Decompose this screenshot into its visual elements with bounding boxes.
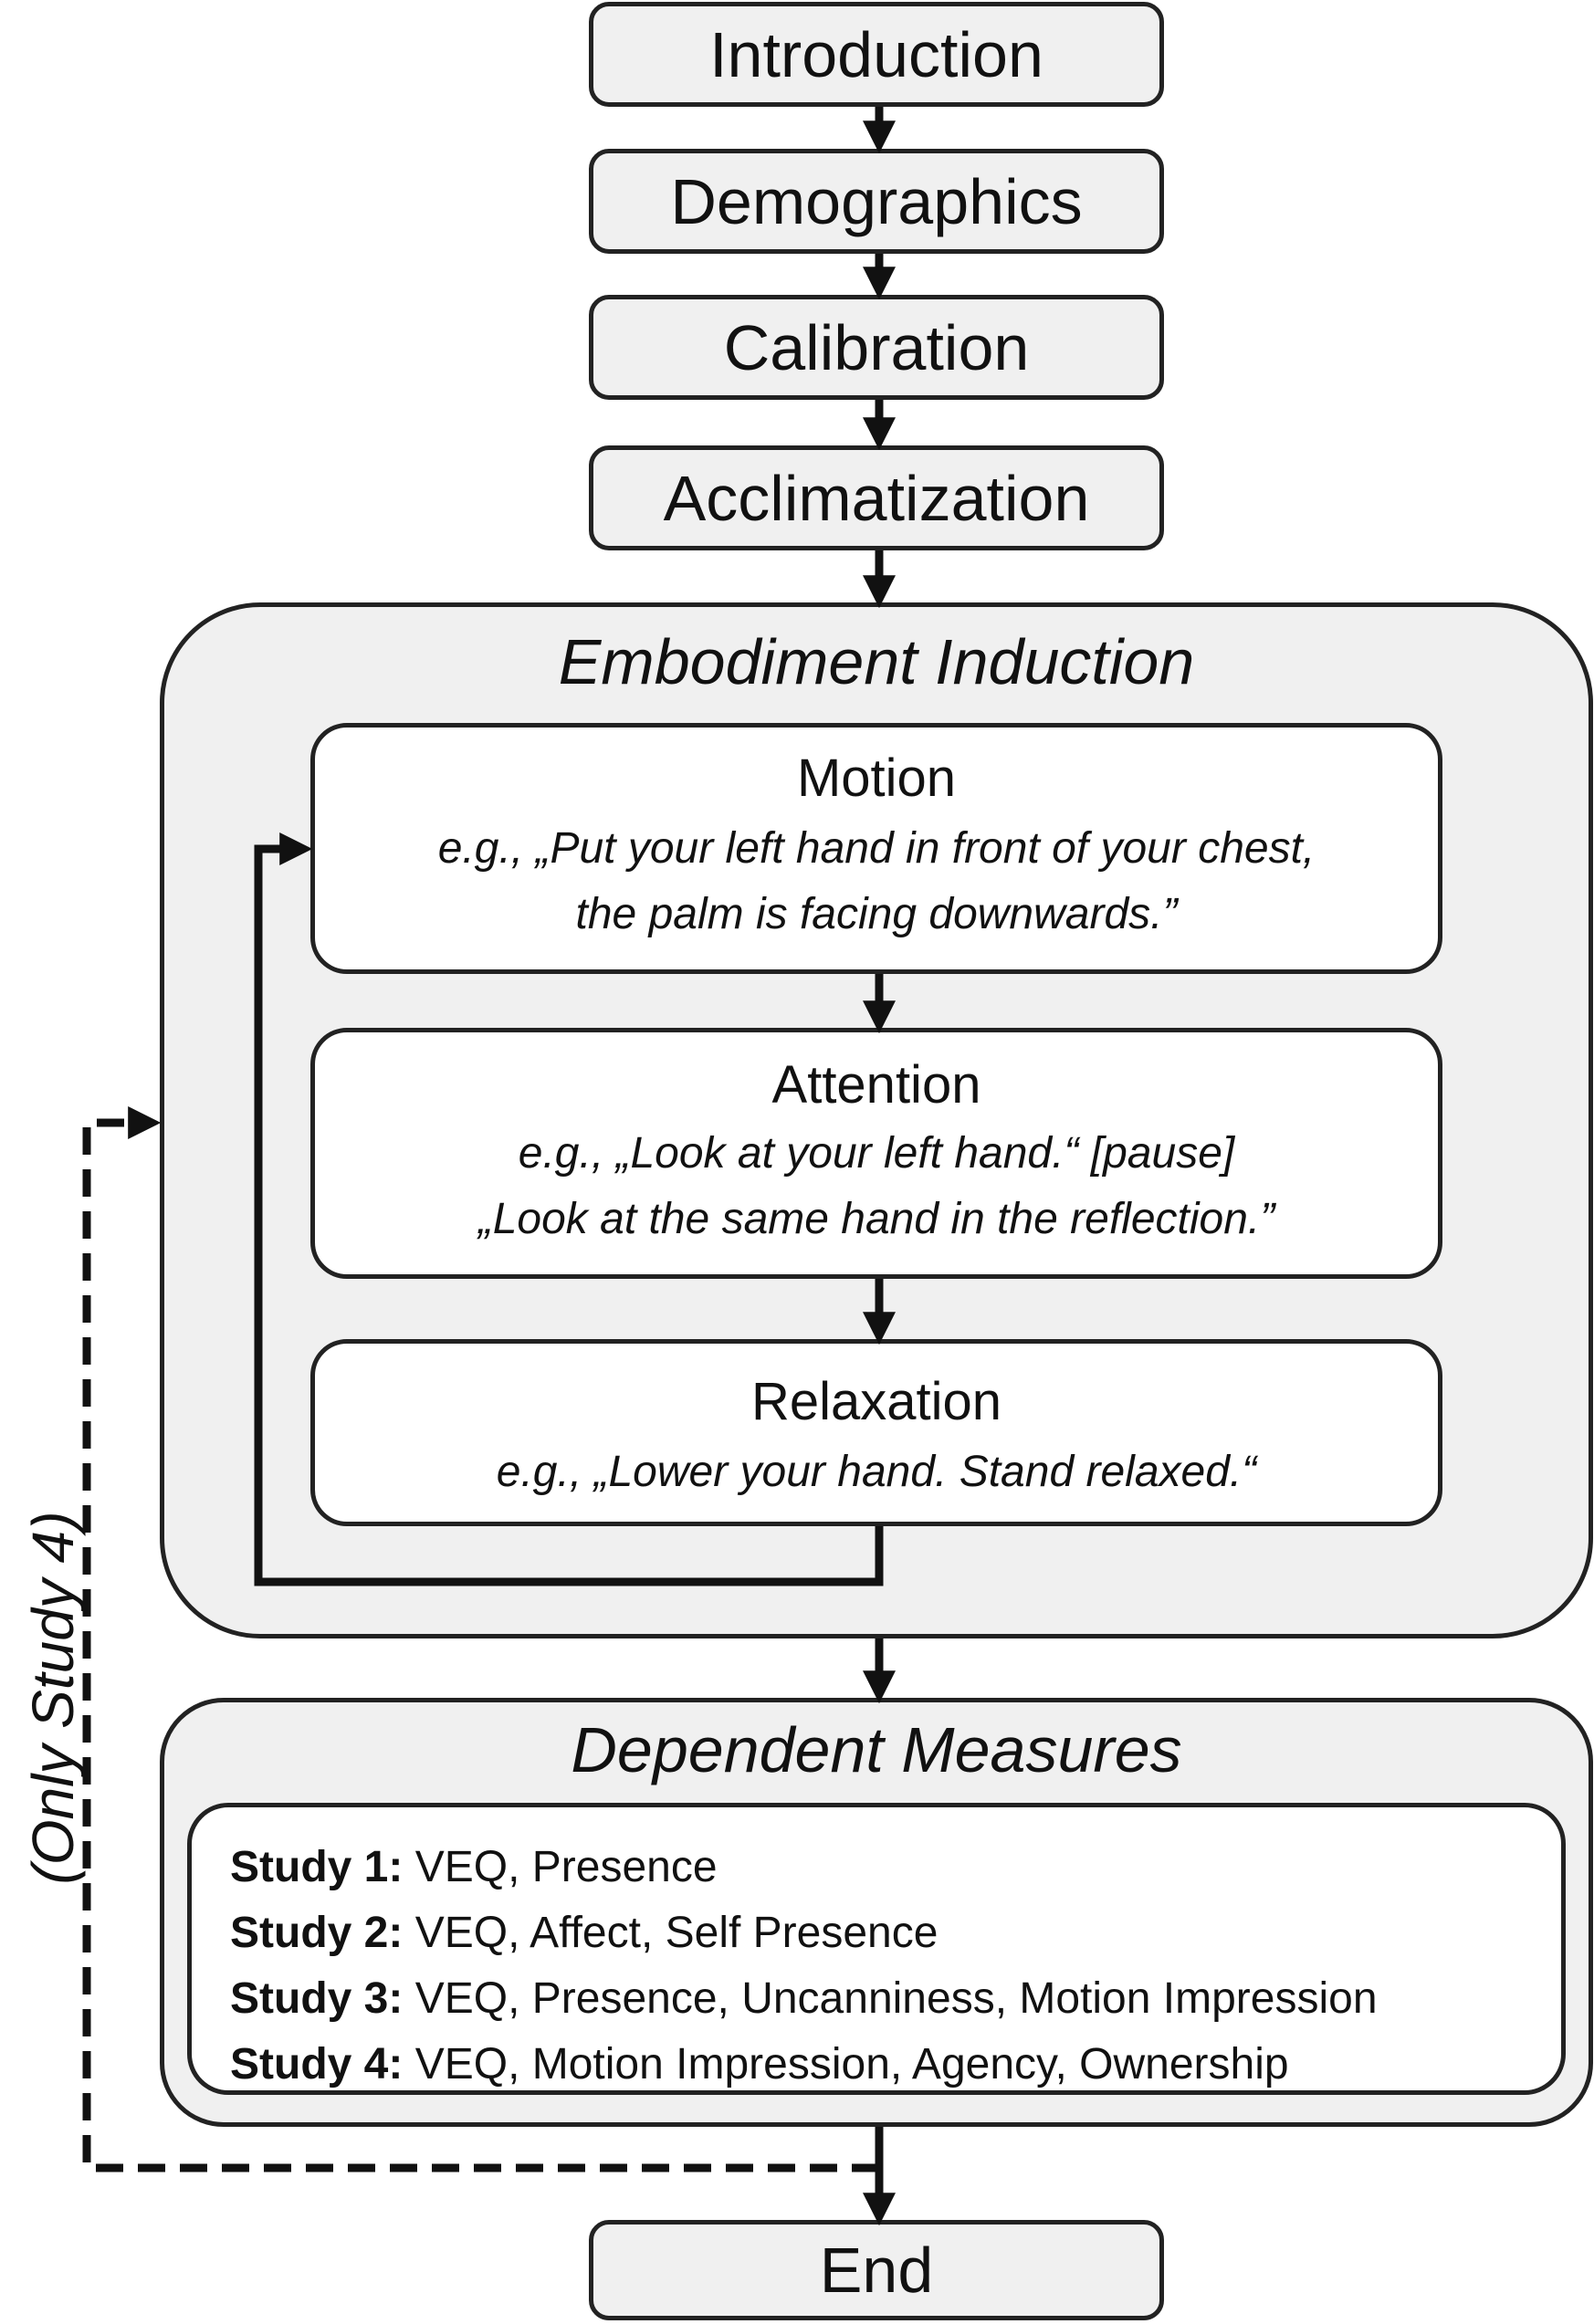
motion-box: Motion e.g., „Put your left hand in fron… — [310, 723, 1442, 974]
attention-example-line2: „Look at the same hand in the reflection… — [477, 1195, 1275, 1243]
attention-title: Attention — [771, 1055, 981, 1115]
step-label: End — [819, 2235, 934, 2306]
study-measures: VEQ, Motion Impression, Agency, Ownershi… — [414, 2040, 1289, 2088]
study-label: Study 3: — [230, 1974, 404, 2023]
study-row: Study 2: VEQ, Affect, Self Presence — [230, 1900, 1561, 1966]
study-measures: VEQ, Presence, Uncanniness, Motion Impre… — [414, 1974, 1378, 2023]
study-measures: VEQ, Presence — [414, 1843, 718, 1891]
step-label: Acclimatization — [663, 462, 1090, 534]
step-acclimatization: Acclimatization — [589, 445, 1164, 550]
only-study-4-label: (Only Study 4) — [20, 1511, 86, 1885]
step-label: Calibration — [723, 311, 1030, 383]
step-label: Demographics — [670, 165, 1083, 237]
attention-example-line1: e.g., „Look at your left hand.“ [pause] — [518, 1129, 1235, 1178]
relaxation-box: Relaxation e.g., „Lower your hand. Stand… — [310, 1339, 1442, 1526]
study-label: Study 4: — [230, 2040, 404, 2088]
measures-list: Study 1: VEQ, Presence Study 2: VEQ, Aff… — [187, 1803, 1566, 2095]
step-calibration: Calibration — [589, 295, 1164, 400]
step-label: Introduction — [709, 18, 1043, 90]
study-row: Study 1: VEQ, Presence — [230, 1835, 1561, 1900]
relaxation-example-line1: e.g., „Lower your hand. Stand relaxed.“ — [496, 1448, 1257, 1496]
step-introduction: Introduction — [589, 2, 1164, 107]
study-row: Study 4: VEQ, Motion Impression, Agency,… — [230, 2032, 1561, 2098]
step-end: End — [589, 2220, 1164, 2320]
motion-example-line2: the palm is facing downwards.” — [575, 890, 1178, 938]
step-demographics: Demographics — [589, 149, 1164, 254]
study-row: Study 3: VEQ, Presence, Uncanniness, Mot… — [230, 1966, 1561, 2032]
attention-box: Attention e.g., „Look at your left hand.… — [310, 1028, 1442, 1279]
study-measures: VEQ, Affect, Self Presence — [414, 1909, 939, 1957]
relaxation-title: Relaxation — [750, 1372, 1002, 1431]
embodiment-induction-title: Embodiment Induction — [558, 626, 1195, 697]
study-label: Study 1: — [230, 1843, 404, 1891]
dependent-measures-title: Dependent Measures — [571, 1714, 1182, 1785]
study-label: Study 2: — [230, 1909, 404, 1957]
motion-example-line1: e.g., „Put your left hand in front of yo… — [437, 824, 1316, 873]
motion-title: Motion — [796, 748, 957, 808]
